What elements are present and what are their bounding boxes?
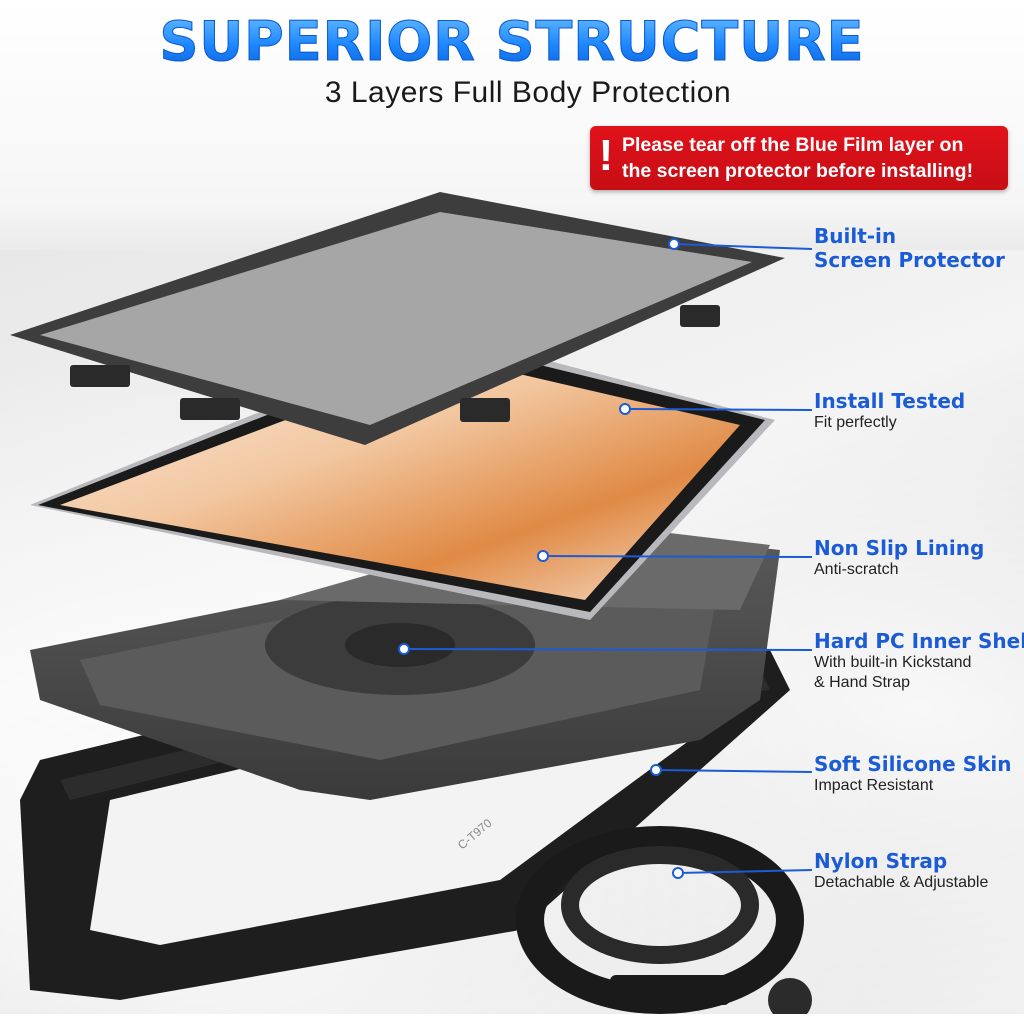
callout-silicone-skin: Soft Silicone Skin Impact Resistant [814, 752, 1012, 796]
callout-sub: Fit perfectly [814, 414, 897, 431]
callout-install-tested: Install Tested Fit perfectly [814, 389, 965, 433]
page-title: SUPERIOR STRUCTURE [0, 10, 1024, 74]
callout-screen-protector: Built-in Screen Protector [814, 224, 1005, 272]
callout-sub-line-2: & Hand Strap [814, 674, 911, 691]
callout-title: Hard PC Inner Shell [814, 629, 1024, 653]
callout-dots [398, 238, 684, 879]
callout-title-line-1: Built-in [814, 224, 897, 248]
warning-banner: ! Please tear off the Blue Film layer on… [590, 126, 1008, 190]
callout-sub: Detachable & Adjustable [814, 874, 989, 891]
screen-protector-frame [10, 192, 785, 445]
callout-nylon-strap: Nylon Strap Detachable & Adjustable [814, 849, 988, 893]
warning-line-2: the screen protector before installing! [622, 160, 974, 182]
page-subtitle: 3 Layers Full Body Protection [324, 76, 732, 109]
warning-line-1: Please tear off the Blue Film layer on [622, 134, 964, 156]
callout-title: Install Tested [814, 389, 966, 413]
nylon-strap [516, 826, 812, 1014]
callout-sub-line-1: With built-in Kickstand [814, 654, 972, 671]
callout-sub: Impact Resistant [814, 777, 934, 794]
callout-sub: Anti-scratch [814, 561, 899, 578]
callout-non-slip-lining: Non Slip Lining Anti-scratch [814, 536, 984, 580]
exclamation-icon: ! [598, 131, 614, 180]
tablet-device [30, 335, 775, 620]
callout-title: Non Slip Lining [814, 536, 985, 560]
callout-hard-pc-shell: Hard PC Inner Shell With built-in Kickst… [814, 629, 1024, 693]
callout-title: Nylon Strap [814, 849, 948, 873]
callout-title-line-2: Screen Protector [814, 248, 1005, 272]
callout-leaders [403, 243, 813, 874]
callout-title: Soft Silicone Skin [814, 752, 1012, 776]
